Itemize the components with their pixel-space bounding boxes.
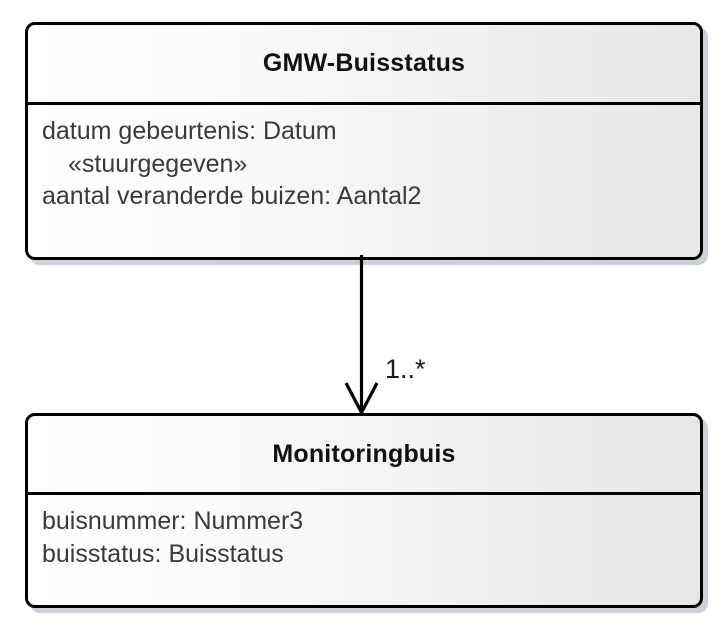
uml-attribute: buisnummer: Nummer3 xyxy=(42,507,304,535)
uml-class-monitoringbuis[interactable]: Monitoringbuis buisnummer: Nummer3 buiss… xyxy=(25,413,703,608)
uml-attribute: buisstatus: Buisstatus xyxy=(42,539,284,568)
uml-attribute: datum gebeurtenis: Datum xyxy=(42,117,337,145)
multiplicity-label-target: 1..* xyxy=(385,354,426,384)
uml-class-title-monitoringbuis: Monitoringbuis xyxy=(28,416,700,495)
open-arrowhead-icon xyxy=(344,382,379,416)
uml-stereotype: «stuurgegeven» xyxy=(68,149,248,178)
uml-attribute-compartment-monitoringbuis: buisnummer: Nummer3 buisstatus: Buisstat… xyxy=(28,495,700,570)
uml-attribute: aantal veranderde buizen: Aantal2 xyxy=(42,182,422,210)
uml-class-title-gmw-buisstatus: GMW-Buisstatus xyxy=(28,25,700,105)
uml-attribute-compartment-gmw-buisstatus: datum gebeurtenis: Datum «stuurgegeven» … xyxy=(28,105,700,213)
uml-class-gmw-buisstatus[interactable]: GMW-Buisstatus datum gebeurtenis: Datum … xyxy=(25,22,703,260)
association-connector xyxy=(344,255,379,416)
